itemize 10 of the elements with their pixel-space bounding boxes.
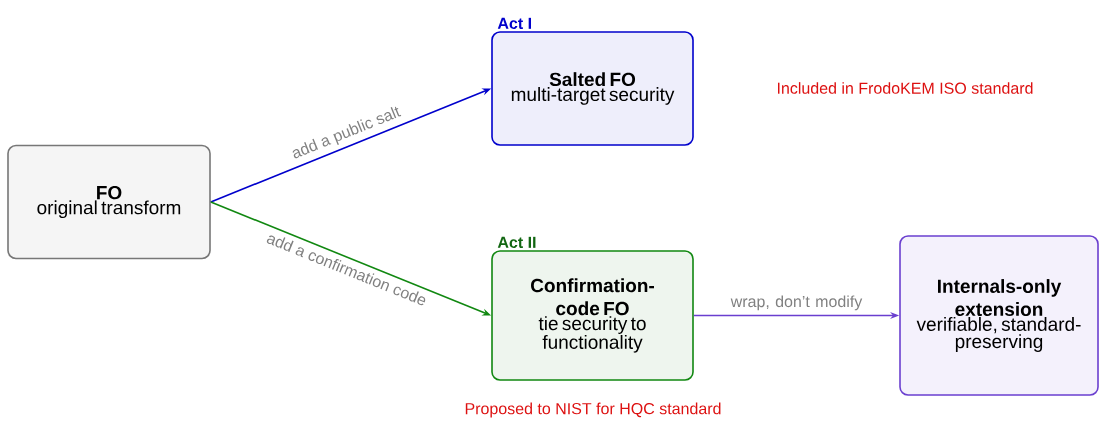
edge-label: add a public salt [292, 106, 402, 159]
process-box: Internals-only extension verifiable, standard-preserving [899, 235, 1099, 396]
process-box: FO original transform [7, 144, 211, 260]
note: Proposed to NIST for HQC standard [465, 402, 721, 418]
act-heading: Act II [497, 236, 536, 248]
process-box: Salted FO multi-target security [491, 31, 694, 146]
note: Included in FrodoKEM ISO standard [777, 82, 1033, 94]
process-box: Confirmation-code FO tie security to functionality [491, 250, 694, 381]
act-heading: Act I [497, 17, 531, 29]
edge-label: wrap, don’t modify [730, 295, 863, 311]
